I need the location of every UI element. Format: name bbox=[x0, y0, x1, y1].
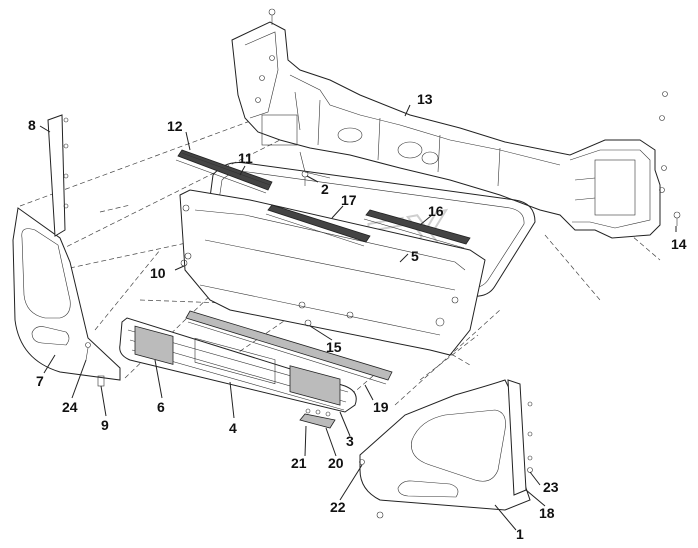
callout-18: 18 bbox=[539, 505, 555, 521]
callout-6: 6 bbox=[157, 399, 165, 415]
callout-9: 9 bbox=[101, 417, 109, 433]
inner-panel bbox=[179, 189, 486, 356]
upper-frame-assembly bbox=[231, 8, 668, 239]
fastener-23 bbox=[527, 467, 533, 473]
callout-2: 2 bbox=[321, 181, 329, 197]
callout-3: 3 bbox=[346, 433, 354, 449]
callout-labels: 1 2 3 4 5 6 7 8 9 10 11 12 13 14 15 16 1… bbox=[28, 91, 687, 542]
callout-24: 24 bbox=[62, 399, 78, 415]
callout-16: 16 bbox=[428, 203, 444, 219]
callout-22: 22 bbox=[330, 499, 346, 515]
fastener-14 bbox=[673, 211, 681, 226]
fastener-24 bbox=[85, 342, 91, 361]
leader-lines bbox=[39, 104, 677, 531]
callout-20: 20 bbox=[328, 455, 344, 471]
upper-trim-strip bbox=[175, 149, 273, 194]
fastener-2 bbox=[301, 170, 309, 186]
callout-13: 13 bbox=[417, 91, 433, 107]
callout-12: 12 bbox=[167, 118, 183, 134]
callout-21: 21 bbox=[291, 455, 307, 471]
fastener-22 bbox=[359, 459, 384, 519]
callout-23: 23 bbox=[543, 479, 559, 495]
left-headlamp-cover bbox=[12, 207, 121, 381]
front-grille bbox=[119, 317, 357, 413]
callout-19: 19 bbox=[373, 399, 389, 415]
callout-7: 7 bbox=[36, 373, 44, 389]
callout-10: 10 bbox=[150, 265, 166, 281]
callout-4: 4 bbox=[229, 420, 237, 436]
lower-trim-strip bbox=[185, 310, 393, 385]
callout-11: 11 bbox=[238, 150, 253, 166]
trim-strip-17 bbox=[265, 204, 371, 247]
left-vertical-bracket bbox=[47, 114, 69, 237]
callout-1: 1 bbox=[516, 526, 524, 542]
fastener-15 bbox=[304, 319, 312, 327]
callout-14: 14 bbox=[671, 236, 687, 252]
trim-strip-16 bbox=[363, 209, 471, 249]
small-bracket bbox=[299, 408, 336, 429]
callout-8: 8 bbox=[28, 117, 36, 133]
callout-15: 15 bbox=[326, 339, 342, 355]
callout-17: 17 bbox=[341, 192, 357, 208]
callout-5: 5 bbox=[411, 248, 419, 264]
